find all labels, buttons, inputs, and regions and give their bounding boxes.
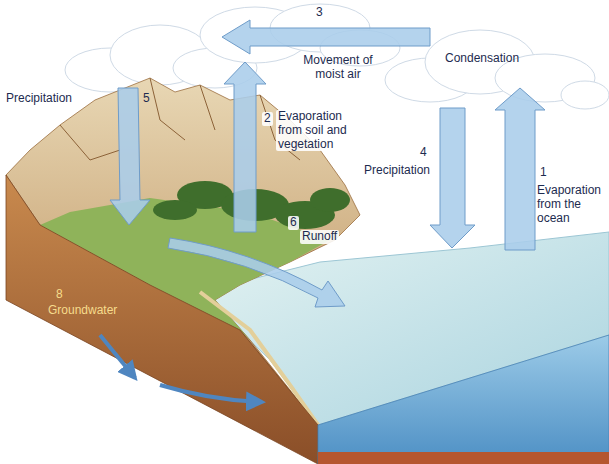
process-label: Groundwater xyxy=(48,304,117,318)
illustration-part xyxy=(310,188,350,212)
arrow-moist-air xyxy=(222,20,430,54)
illustration-part xyxy=(200,85,215,130)
clouds xyxy=(65,4,609,109)
ocean-floor xyxy=(318,452,609,464)
process-label: Precipitation xyxy=(6,92,72,106)
process-label: Condensation xyxy=(445,52,519,66)
process-label: Runoff xyxy=(300,230,339,244)
groundwater-arrow xyxy=(160,385,262,402)
process-label: Movement of moist air xyxy=(290,54,386,82)
groundwater-arrow xyxy=(100,335,135,378)
process-label: Evaporation from the ocean xyxy=(537,184,605,225)
illustration-part xyxy=(60,125,120,160)
illustration-part xyxy=(150,78,185,140)
process-label: Evaporation from soil and vegetation xyxy=(276,110,364,151)
callout-number: 2 xyxy=(262,112,273,126)
arrow-precipitation-ocean xyxy=(430,108,475,248)
arrow-precipitation-land xyxy=(110,88,150,225)
arrow-evaporation-ocean xyxy=(495,88,545,250)
groundwater-arrows xyxy=(100,335,262,402)
mountain-ridges xyxy=(60,78,300,160)
callout-number: 3 xyxy=(316,6,323,20)
land-cross-section xyxy=(6,175,318,464)
process-label: Precipitation xyxy=(364,164,430,178)
arrow-runoff xyxy=(168,238,345,307)
illustration-part xyxy=(561,81,609,109)
callout-number: 4 xyxy=(420,146,427,160)
illustration-part xyxy=(153,200,197,220)
callout-number: 5 xyxy=(143,92,150,106)
ocean-cross-section xyxy=(318,335,609,464)
arrow-evaporation-land xyxy=(224,62,266,232)
callout-number: 8 xyxy=(56,288,63,302)
cycle-arrows xyxy=(110,20,545,307)
callout-number: 6 xyxy=(288,216,299,230)
callout-number: 1 xyxy=(540,166,547,180)
